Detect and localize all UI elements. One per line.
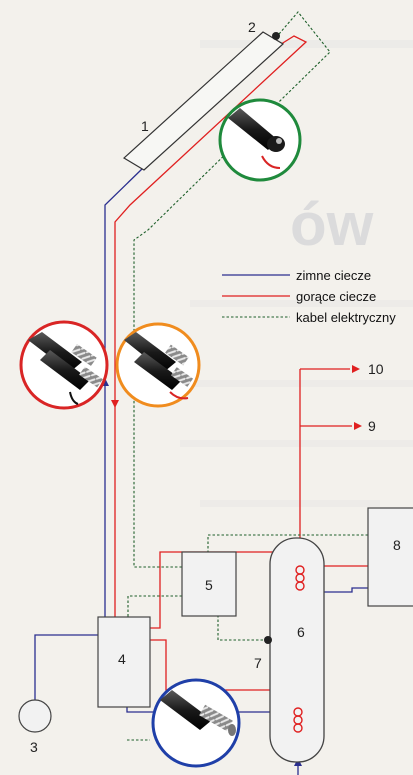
controller-box	[181, 551, 237, 617]
hot-arrow	[111, 400, 119, 408]
legend-cable-label: kabel elektryczny	[296, 310, 396, 325]
label-2: 2	[248, 19, 256, 35]
lower-coil	[293, 707, 303, 733]
pump-station-box	[97, 616, 151, 708]
label-3: 3	[30, 739, 38, 755]
label-8: 8	[393, 537, 401, 553]
label-7: 7	[254, 655, 262, 671]
legend-hot-label: gorące ciecze	[296, 289, 376, 304]
label-5: 5	[205, 577, 213, 593]
label-9: 9	[368, 418, 376, 434]
detail-circle-pipes-orange	[115, 322, 201, 408]
storage-tank	[264, 537, 325, 763]
expansion-vessel	[18, 699, 52, 733]
boiler-box	[367, 507, 413, 607]
svg-text:ów: ów	[290, 191, 374, 258]
component-labels: 1 2 3 4 5 6 7 8 9 10	[30, 19, 401, 755]
detail-circle-pipe-blue	[151, 678, 241, 768]
legend: zimne ciecze gorące ciecze kabel elektry…	[222, 268, 396, 325]
label-10: 10	[368, 361, 384, 377]
detail-circle-cable-green	[218, 98, 302, 182]
label-6: 6	[297, 624, 305, 640]
tank-sensor-dot	[264, 636, 272, 644]
cable-line	[127, 11, 370, 741]
upper-coil	[295, 565, 305, 591]
outlet-arrows	[352, 365, 362, 430]
background-text: ów	[180, 40, 413, 507]
legend-cold-label: zimne ciecze	[296, 268, 371, 283]
detail-circle-pipes-red	[19, 320, 109, 410]
sensor-dot	[272, 32, 280, 40]
solar-collector	[122, 31, 285, 171]
label-4: 4	[118, 651, 126, 667]
label-1: 1	[141, 118, 149, 134]
